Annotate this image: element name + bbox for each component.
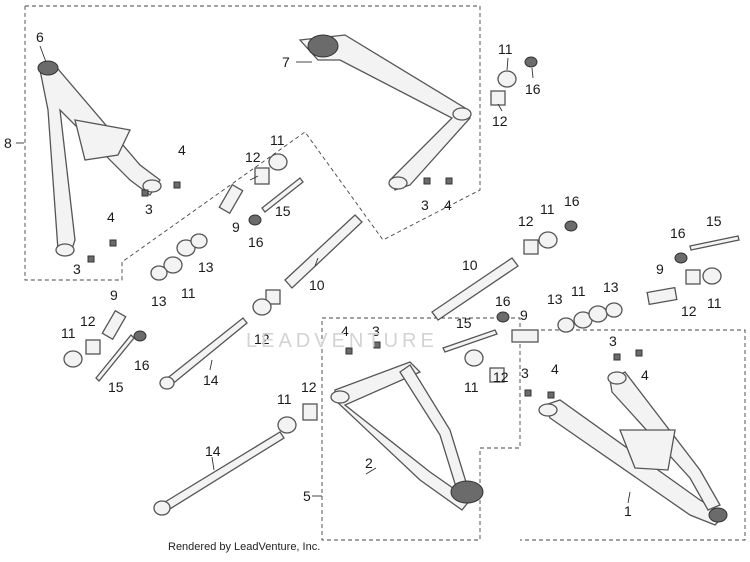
callout: 15 xyxy=(706,213,722,229)
callout: 16 xyxy=(248,234,264,250)
upper-left-a-arm xyxy=(37,60,162,257)
nuts xyxy=(133,56,688,342)
callout: 16 xyxy=(564,193,580,209)
callout: 11 xyxy=(277,391,292,407)
callout: 9 xyxy=(232,219,240,235)
callout: 11 xyxy=(540,201,555,217)
callout: 11 xyxy=(464,379,479,395)
callout: 3 xyxy=(145,201,153,217)
callout: 15 xyxy=(108,379,124,395)
group-outlines xyxy=(24,5,746,541)
callout: 12 xyxy=(301,379,317,395)
callout: 3 xyxy=(609,333,617,349)
callout: 16 xyxy=(670,225,686,241)
callout: 15 xyxy=(275,203,291,219)
callout: 1 xyxy=(624,503,632,519)
callout: 13 xyxy=(603,279,619,295)
callout-labels: 6 8 3 4 4 3 7 3 4 11 16 12 12 11 15 9 16… xyxy=(4,29,722,519)
callout: 4 xyxy=(341,323,349,339)
callout: 12 xyxy=(493,369,509,385)
callout: 3 xyxy=(521,365,529,381)
callout: 10 xyxy=(309,277,325,293)
footer-credit: Rendered by LeadVenture, Inc. xyxy=(168,541,321,553)
callout: 4 xyxy=(107,209,115,225)
callout: 3 xyxy=(372,323,380,339)
leader-lines xyxy=(16,45,631,504)
callout: 12 xyxy=(80,313,96,329)
callout: 7 xyxy=(282,54,290,70)
callout: 2 xyxy=(365,455,373,471)
small-fasteners xyxy=(87,177,643,399)
callout: 4 xyxy=(551,361,559,377)
callout: 12 xyxy=(492,113,508,129)
long-bolts xyxy=(153,317,285,516)
callout: 8 xyxy=(4,135,12,151)
callout: 12 xyxy=(254,331,270,347)
bushings xyxy=(85,90,701,421)
callout: 13 xyxy=(547,291,563,307)
callout: 11 xyxy=(181,285,196,301)
callout: 11 xyxy=(498,41,513,57)
callout: 5 xyxy=(303,488,311,504)
callout: 16 xyxy=(495,293,511,309)
callout: 4 xyxy=(178,142,186,158)
callout: 16 xyxy=(525,81,541,97)
callout: 13 xyxy=(151,293,167,309)
callout: 9 xyxy=(656,261,664,277)
callout: 12 xyxy=(681,303,697,319)
callout: 12 xyxy=(245,149,261,165)
callout: 3 xyxy=(421,197,429,213)
lower-right-a-arm xyxy=(538,371,728,526)
callout: 4 xyxy=(444,197,452,213)
callout: 4 xyxy=(641,367,649,383)
callout: 11 xyxy=(270,132,285,148)
pivot-shafts xyxy=(284,214,519,321)
callout: 13 xyxy=(198,259,214,275)
callout: 3 xyxy=(73,261,81,277)
watermark: LEADVENTURE xyxy=(246,330,438,352)
callout: 11 xyxy=(61,325,76,341)
callout: 11 xyxy=(571,283,586,299)
lower-middle-a-arm xyxy=(330,361,484,511)
callout: 11 xyxy=(707,295,722,311)
callout: 10 xyxy=(462,257,478,273)
upper-right-a-arm xyxy=(298,34,472,191)
seals xyxy=(63,70,722,434)
callout: 14 xyxy=(205,443,221,459)
callout: 15 xyxy=(456,315,472,331)
callout: 9 xyxy=(520,307,528,323)
callout: 9 xyxy=(110,287,118,303)
callout: 12 xyxy=(518,213,534,229)
callout: 16 xyxy=(134,357,150,373)
callout: 6 xyxy=(36,29,44,45)
callout: 14 xyxy=(203,372,219,388)
